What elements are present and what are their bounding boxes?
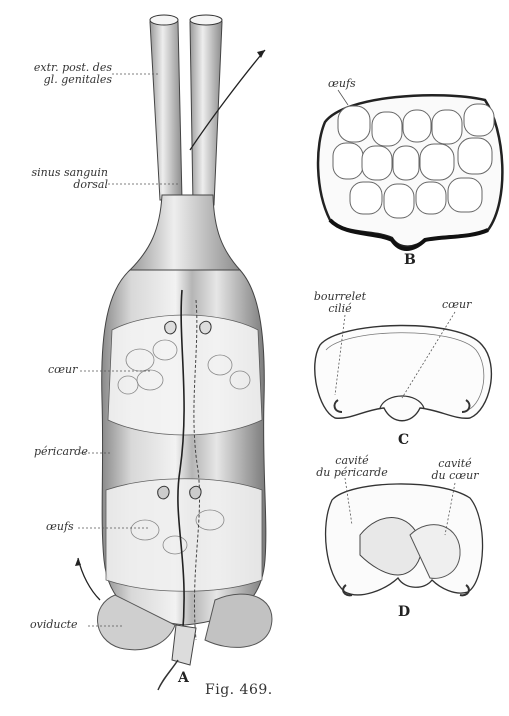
panel-letter-c: C (398, 432, 409, 448)
label-oeufs-b: œufs (328, 78, 356, 90)
label-pericarde: péricarde (34, 446, 88, 458)
dorsal-sinus (130, 195, 240, 270)
panel-a-drawing (75, 15, 272, 690)
label-cavite-coeur-line2: du cœur (420, 470, 490, 482)
label-coeur-a: cœur (48, 364, 77, 376)
panel-letter-a: A (178, 670, 189, 686)
label-cavite-pericarde-line2: du péricarde (312, 467, 392, 479)
label-oeufs-a: œufs (46, 521, 74, 533)
panel-d-drawing (326, 478, 483, 595)
genital-tube-left (150, 16, 182, 200)
label-oviducte: oviducte (30, 619, 78, 631)
label-coeur-c: cœur (442, 299, 471, 311)
panel-letter-d: D (398, 604, 410, 620)
panel-letter-b: B (404, 252, 416, 268)
figure-caption: Fig. 469. (205, 682, 273, 698)
panel-c-drawing (315, 312, 492, 421)
label-cavite-coeur: cavité du cœur (420, 458, 490, 482)
label-cavite-pericarde: cavité du péricarde (312, 455, 392, 479)
label-extr-post-line2: gl. genitales (22, 74, 112, 86)
label-extr-post: extr. post. des gl. genitales (22, 62, 112, 86)
panel-b-drawing (318, 90, 502, 249)
label-sinus: sinus sanguin dorsal (18, 167, 108, 191)
label-sinus-line2: dorsal (18, 179, 108, 191)
label-bourrelet-line2: cilié (300, 303, 380, 315)
label-bourrelet: bourrelet cilié (300, 291, 380, 315)
